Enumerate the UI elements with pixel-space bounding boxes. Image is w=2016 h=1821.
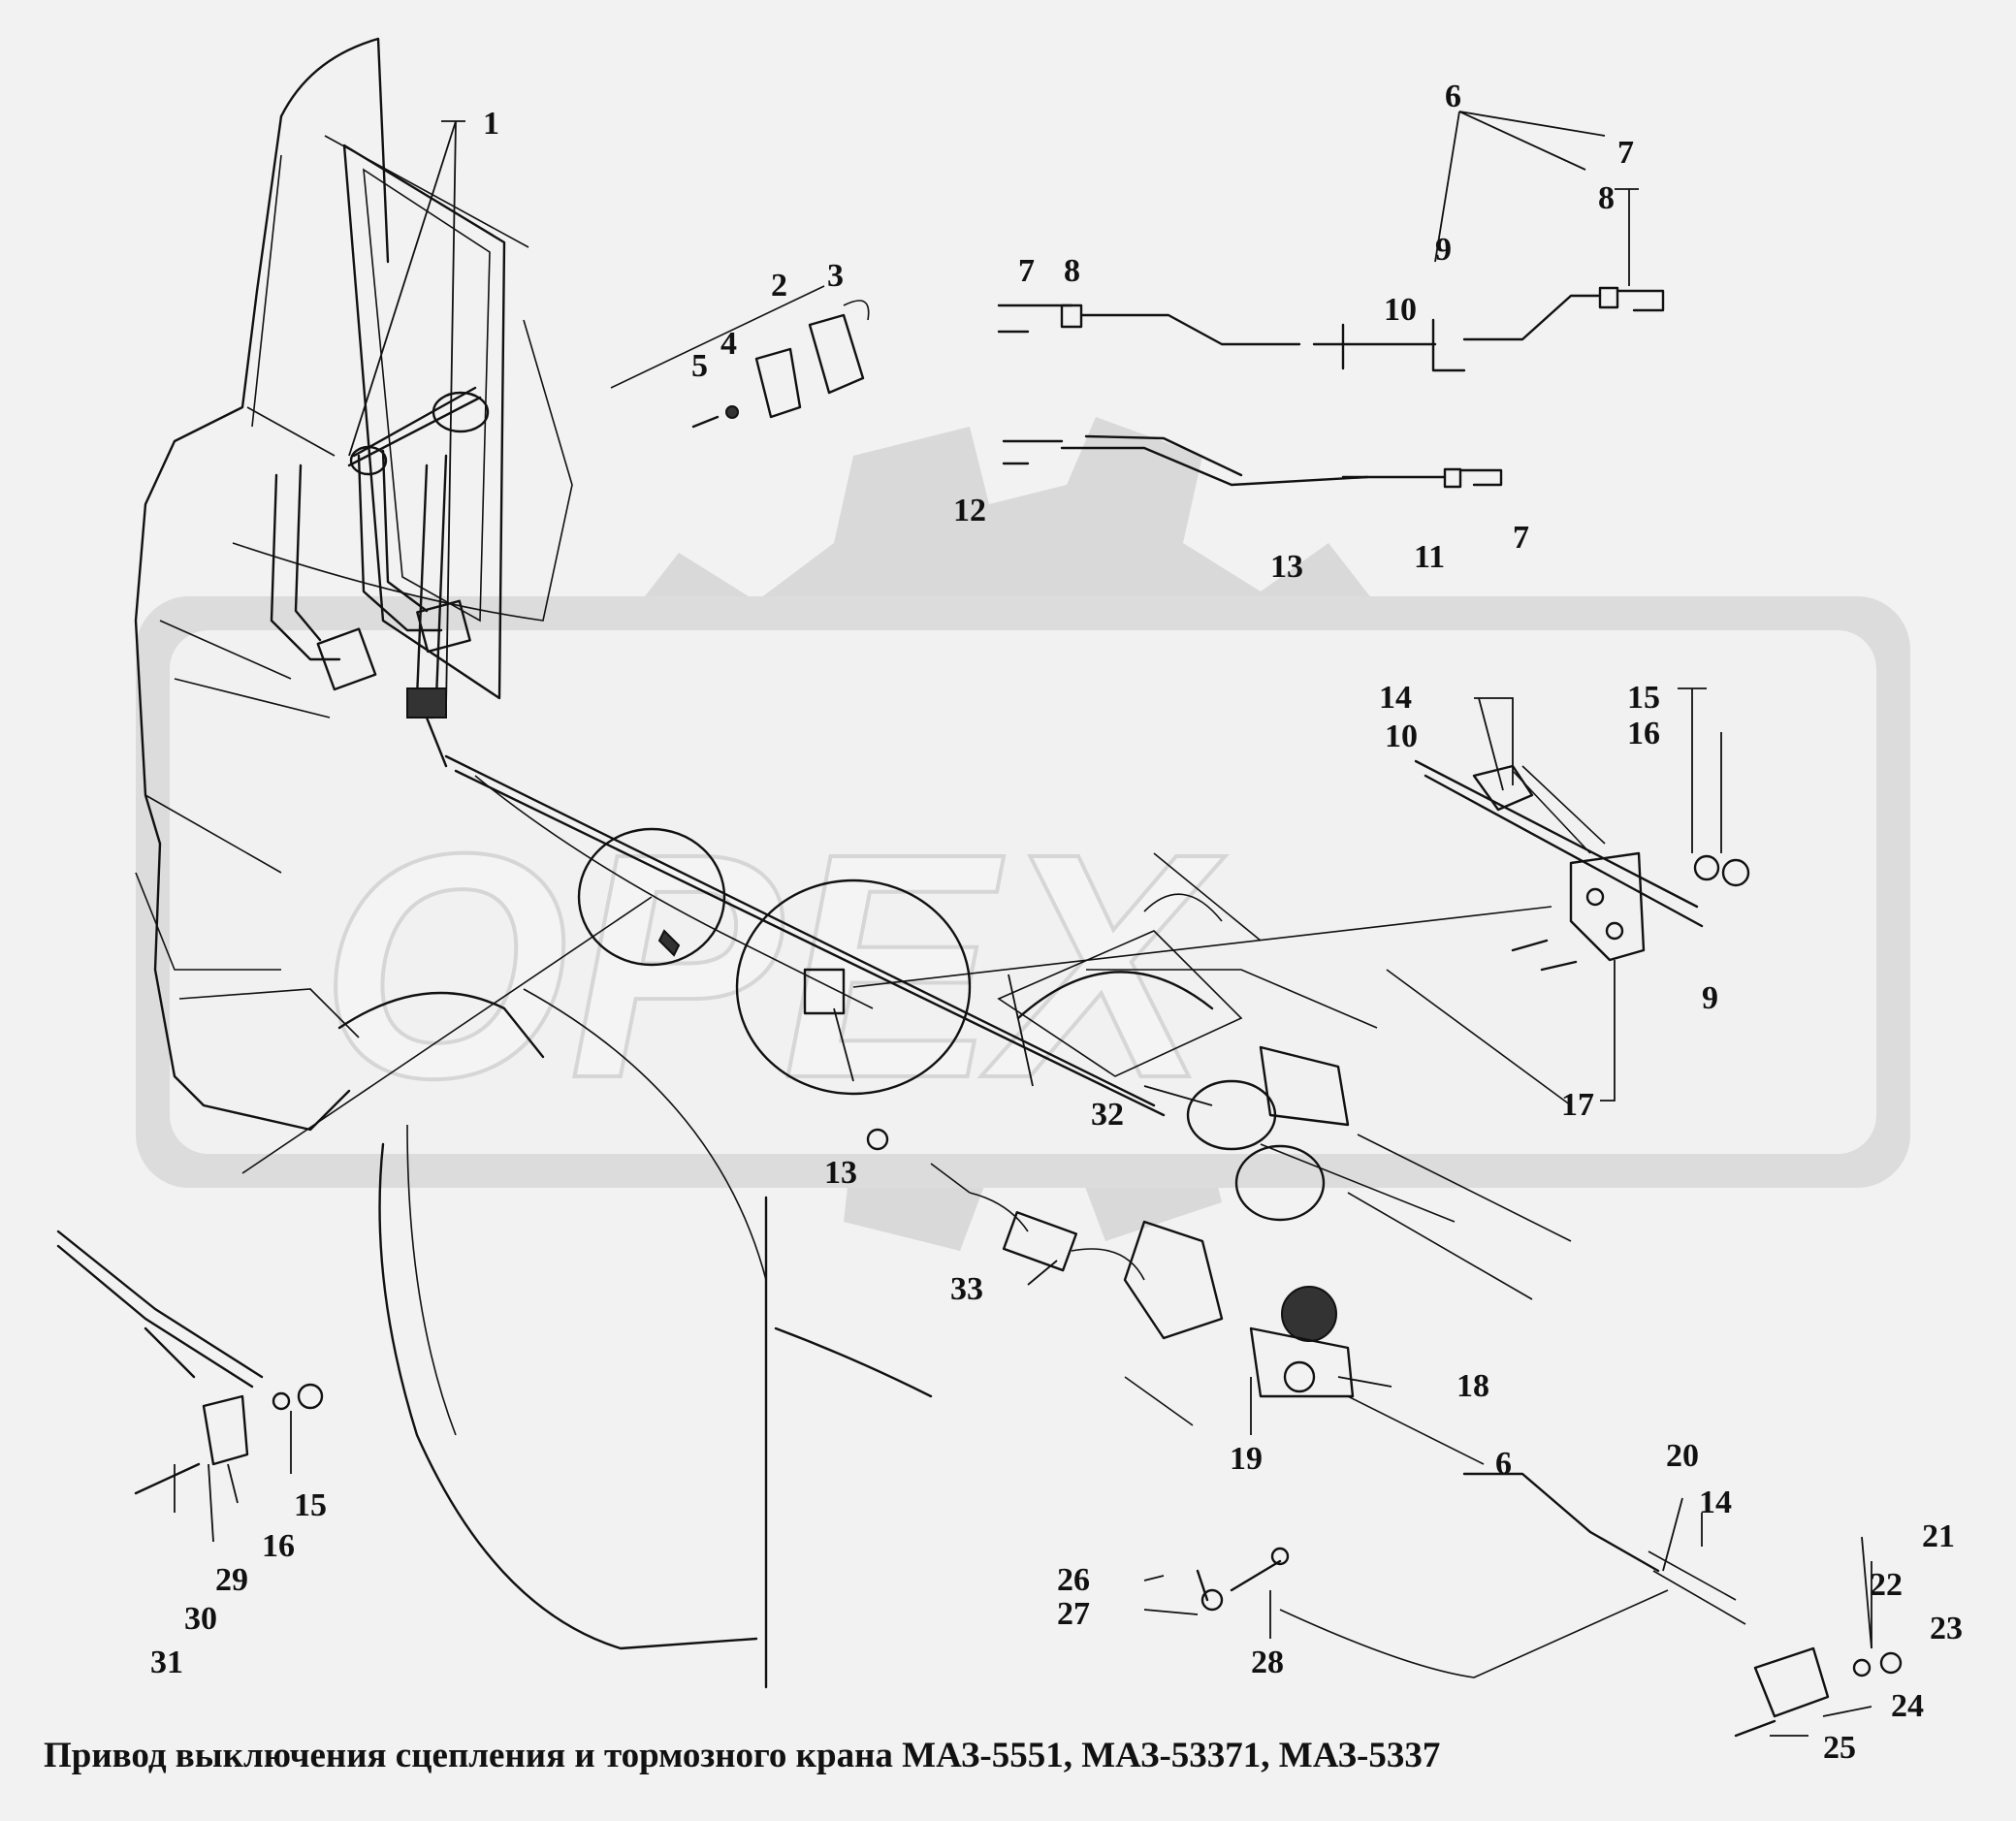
callout-7-left: 7 [1018,253,1035,289]
callout-16-bottom: 16 [262,1528,295,1564]
callout-33: 33 [950,1271,983,1307]
callout-16-top: 16 [1627,716,1660,751]
callout-14-top: 14 [1379,680,1412,716]
callout-14-bottom: 14 [1699,1485,1732,1520]
callout-22: 22 [1870,1567,1903,1603]
callout-7-right: 7 [1513,520,1529,556]
callout-10-top: 10 [1384,292,1417,328]
callout-13-top: 13 [1270,549,1303,585]
callout-24: 24 [1891,1688,1924,1724]
leader-lines [174,111,1872,1737]
pedal-assembly [270,386,490,768]
callout-6-top: 6 [1445,79,1461,114]
watermark-text: ОРЕХ [320,786,1226,1144]
callout-20: 20 [1666,1438,1699,1474]
callout-17: 17 [1561,1087,1594,1123]
callout-8-left: 8 [1064,253,1080,289]
rod-upper [997,286,1665,372]
callout-8-top: 8 [1598,180,1615,216]
truck-cab [134,37,933,1689]
callout-11: 11 [1414,539,1445,575]
callout-21: 21 [1922,1518,1955,1554]
callout-9-bottom: 9 [1702,980,1718,1016]
callout-15-bottom: 15 [294,1487,327,1523]
callout-25: 25 [1823,1730,1856,1766]
small-parts-upper [610,285,870,429]
callout-15-top: 15 [1627,680,1660,716]
callout-18: 18 [1456,1368,1489,1404]
lower-right-parts [1196,1472,1903,1738]
pivot-bracket [1414,759,1750,972]
callout-7-top: 7 [1617,135,1634,171]
linkage-rod [241,754,1552,1174]
callout-12: 12 [953,493,986,528]
callout-30: 30 [184,1601,217,1637]
callout-5: 5 [691,348,708,384]
callout-3: 3 [827,258,844,294]
callout-28: 28 [1251,1645,1284,1680]
rod-lower [1002,434,1503,489]
lower-left-parts [56,1230,324,1495]
callout-26: 26 [1057,1562,1090,1598]
callout-10-mid: 10 [1385,719,1418,754]
callout-27: 27 [1057,1596,1090,1632]
callout-31: 31 [150,1645,183,1680]
callout-29: 29 [215,1562,248,1598]
callout-32: 32 [1091,1097,1124,1133]
callout-13-bottom: 13 [824,1155,857,1191]
callout-labels: 1 2 3 4 5 6 7 8 9 7 8 10 12 13 11 7 14 1… [150,79,1963,1766]
callout-9-top: 9 [1435,232,1452,268]
callout-2: 2 [771,268,787,304]
callout-1: 1 [483,106,499,142]
callout-23: 23 [1930,1611,1963,1646]
callout-6-bottom: 6 [1495,1446,1512,1482]
diagram-caption: Привод выключения сцепления и тормозного… [44,1736,1440,1775]
watermark-band-inner [170,630,1876,1154]
callout-19: 19 [1230,1441,1263,1477]
watermark: ОРЕХ [136,417,1910,1251]
brake-valve-area [866,852,1572,1465]
callout-4: 4 [720,326,737,362]
